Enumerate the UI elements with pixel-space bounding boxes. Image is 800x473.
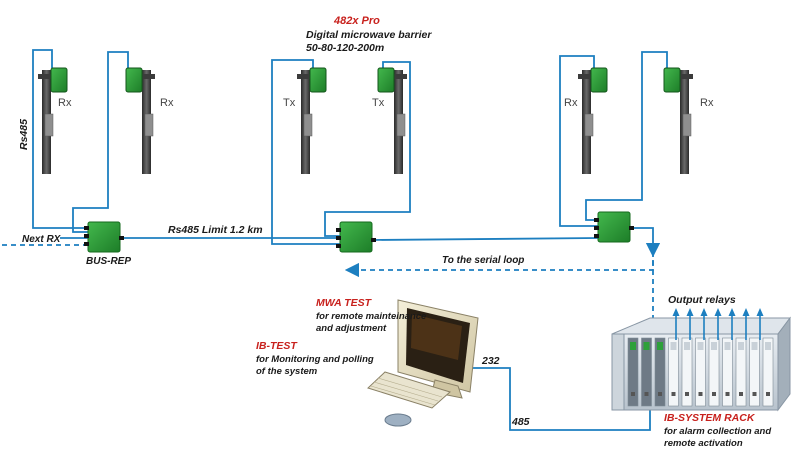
junction-box [682,113,692,137]
rack-top [611,317,791,335]
rx-antenna-head [50,67,68,93]
tx-pole-label: Tx [283,97,296,109]
pole-rx-5: Rx [564,67,608,174]
output-relays-label: Output relays [668,294,736,306]
cable-center-tx2 [324,61,411,237]
bus-rep-center[interactable] [336,221,376,253]
cable-right-to-rack [630,227,661,258]
product-title: 482x Pro Digital microwave barrier 50-80… [306,15,432,54]
rack-card [681,337,693,407]
relay-arrow [700,308,708,340]
output-relay-arrows [672,308,764,340]
rx-antenna-head [590,67,608,93]
ib-rack-title: IB-SYSTEM RACK [664,412,756,424]
rack-card [722,337,733,407]
rack-card [708,337,720,407]
cable-left-rx2 [72,51,129,233]
junction-box [44,113,54,137]
relay-arrow [714,308,722,340]
rack-card [627,337,639,407]
ib-test-line1: for Monitoring and polling [256,354,374,365]
next-rx-label: Next RX [22,234,62,245]
cable-right-rx2 [585,51,668,221]
ib-test-caption: IB-TEST for Monitoring and polling of th… [256,340,374,377]
mwa-test-title: MWA TEST [316,297,373,309]
pole-tx-4: Tx [372,67,407,174]
port-232-label: 232 [481,355,500,367]
computer-workstation[interactable] [367,299,479,427]
pole-tx-3: Tx [283,67,327,174]
rx-pole-label: Rx [700,97,714,109]
dashed-links [2,244,654,330]
rack-card [654,337,666,407]
tx-antenna-head [309,67,327,93]
rx-pole-label: Rx [564,97,578,109]
rack-cards [627,337,774,407]
rx-antenna-head [125,67,143,93]
mwa-test-caption: MWA TEST for remote mainteinance and adj… [316,297,427,334]
rack-side [777,316,791,412]
product-line1: Digital microwave barrier [306,29,432,41]
ib-system-rack[interactable] [611,316,791,412]
cable-right-rx1 [559,55,598,227]
relay-arrow [756,308,764,340]
rs485-limit-label: Rs485 Limit 1.2 km [168,224,263,236]
rx-pole-label: Rx [160,97,174,109]
junction-box [396,113,406,137]
cable-232 [470,367,651,431]
tx-antenna-head [377,67,395,93]
junction-box [144,113,154,137]
mwa-test-line2: and adjustment [316,323,387,334]
rack-card [749,337,760,407]
rack-card [762,337,774,407]
serial-loop-label: To the serial loop [442,255,524,266]
pole-rx-1: Rx [38,67,72,174]
rs485-vertical-label: Rs485 [18,119,30,150]
rack-card [668,337,679,407]
poles: Rx Rx Tx Tx Rx Rx [38,67,714,174]
bus-rep-right[interactable] [594,211,634,243]
tx-pole-label: Tx [372,97,385,109]
rack-card [695,337,706,407]
junction-box [584,113,594,137]
product-name: 482x Pro [333,15,380,27]
product-line2: 50-80-120-200m [306,42,384,54]
port-485-label: 485 [511,416,530,428]
cable-left-rx1 [32,49,88,229]
bus-rep-label: BUS-REP [86,256,131,267]
cable-center-tx1 [271,59,340,245]
rack-card [641,337,652,407]
junction-box [303,113,313,137]
ib-test-line2: of the system [256,366,318,377]
cables [32,49,668,431]
pole-rx-6: Rx [663,67,714,174]
relay-arrow [686,308,694,340]
relay-arrow [728,308,736,340]
ib-rack-line1: for alarm collection and [664,426,771,437]
rx-antenna-head [663,67,681,93]
ib-rack-caption: IB-SYSTEM RACK for alarm collection and … [664,412,771,449]
mwa-test-line1: for remote mainteinance [316,311,427,322]
pole-rx-2: Rx [125,67,174,174]
bus-rep-left[interactable] [84,221,124,253]
rack-card [735,337,747,407]
cable-bus-center-right [371,237,599,241]
relay-arrow [742,308,750,340]
rx-pole-label: Rx [58,97,72,109]
ib-test-title: IB-TEST [256,340,298,352]
bus-rep-devices [84,211,634,253]
relay-arrow [672,308,680,340]
mouse [384,413,412,427]
ib-rack-line2: remote activation [664,438,743,449]
